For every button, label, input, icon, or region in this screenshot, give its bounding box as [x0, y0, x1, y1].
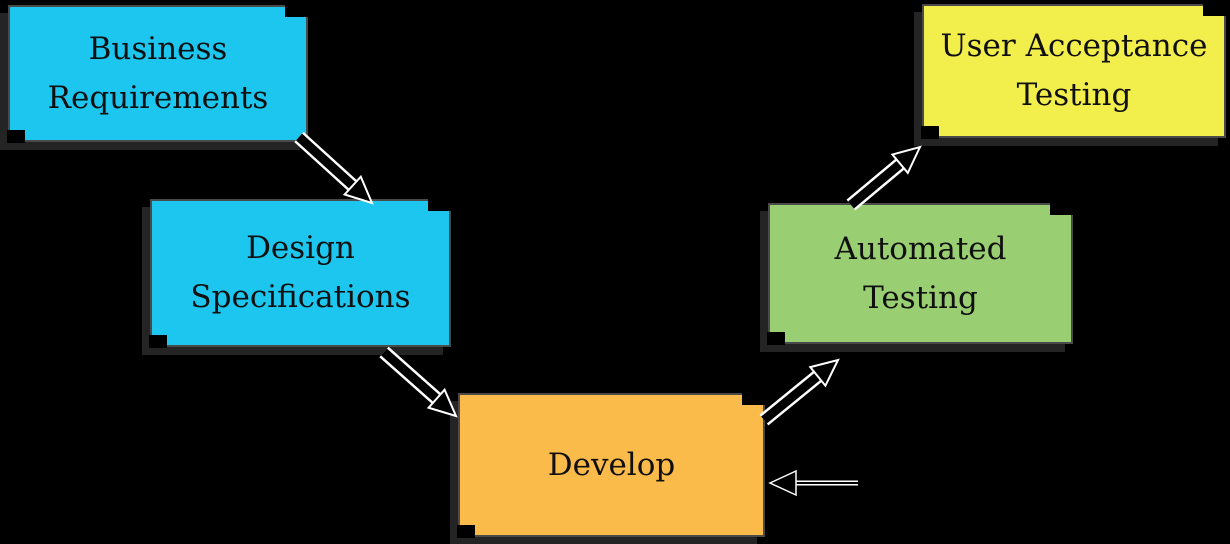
node-develop-label: Develop	[547, 446, 676, 483]
node-automated-testing[interactable]: Automated Testing	[767, 202, 1074, 345]
arrow-business-to-design-icon	[294, 131, 374, 205]
node-design-specifications[interactable]: Design Specifications	[149, 198, 452, 348]
arrow-automated-to-uat-icon	[846, 145, 922, 211]
node-automated-testing-label: Automated Testing	[834, 230, 1007, 316]
node-business-requirements-label: Business Requirements	[47, 30, 269, 116]
node-design-specifications-label: Design Specifications	[190, 230, 411, 315]
node-user-acceptance-testing-label: User Acceptance Testing	[940, 28, 1208, 113]
arrow-design-to-develop-icon	[379, 346, 458, 418]
arrow-develop-to-automated-icon	[759, 358, 840, 426]
node-user-acceptance-testing[interactable]: User Acceptance Testing	[921, 3, 1227, 139]
node-develop[interactable]: Develop	[457, 392, 766, 538]
node-business-requirements[interactable]: Business Requirements	[7, 4, 309, 143]
arrow-into-develop-icon	[768, 469, 858, 497]
